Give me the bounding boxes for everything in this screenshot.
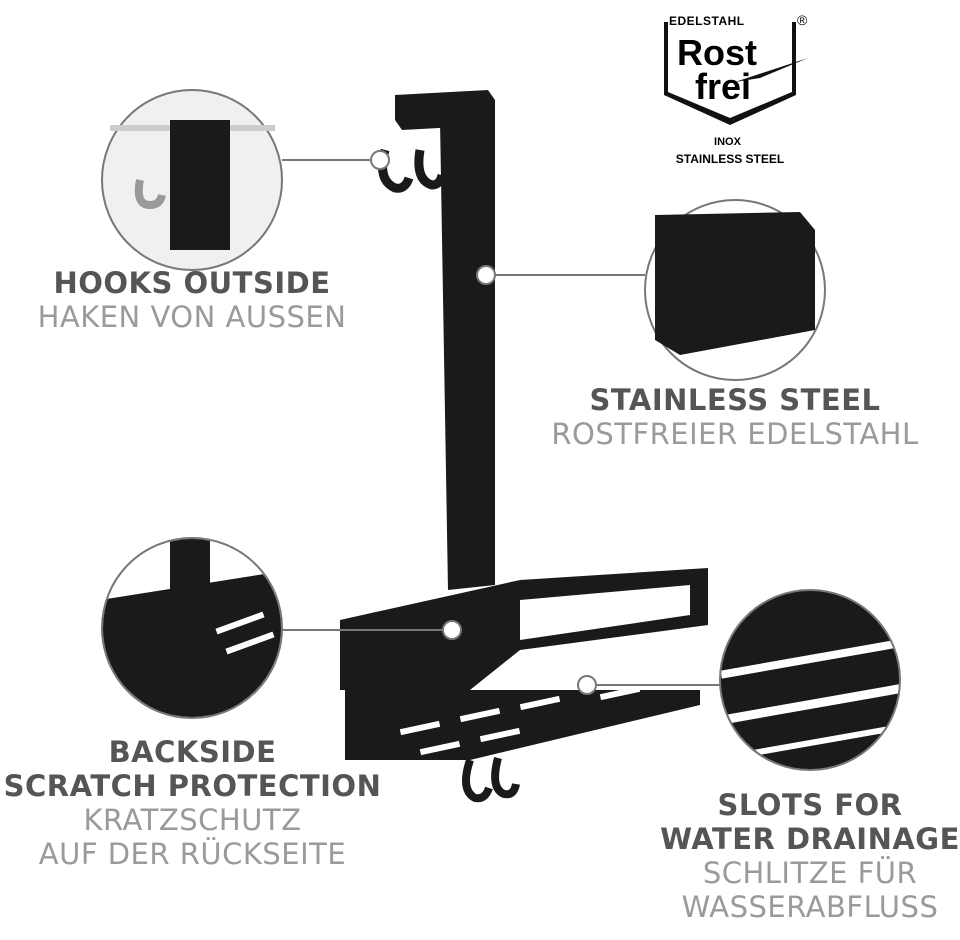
bottom-hook-right (491, 756, 520, 799)
feature-title: STAINLESS STEEL (589, 383, 881, 417)
feature-hooks: HOOKS OUTSIDE HAKEN VON AUSSEN (12, 266, 372, 334)
feature-subtitle: SCHLITZE FÜR (702, 856, 918, 890)
callout-dot-slots (577, 675, 597, 695)
logo-stainless: STAINLESS STEEL (675, 152, 785, 166)
basket-opening (520, 585, 690, 640)
bottom-hook-left (462, 758, 493, 803)
feature-title: BACKSIDE (108, 735, 277, 769)
lower-shelf (345, 690, 700, 760)
feature-title: WATER DRAINAGE (660, 822, 960, 856)
feature-subtitle: AUF DER RÜCKSEITE (38, 837, 347, 871)
drainage-slots (399, 685, 641, 756)
detail-hooks (101, 89, 283, 271)
feature-backside: BACKSIDE SCRATCH PROTECTION KRATZSCHUTZ … (0, 735, 385, 871)
callouts (282, 150, 720, 695)
logo-registered: ® (797, 12, 808, 28)
feature-subtitle: WASSERABFLUSS (681, 890, 939, 924)
feature-title: HOOKS OUTSIDE (53, 266, 331, 300)
logo-inox: INOX (714, 136, 741, 148)
feature-title: SLOTS FOR (717, 788, 903, 822)
callout-dot-hooks (370, 150, 390, 170)
detail-backside (101, 537, 283, 719)
shower-caddy (340, 90, 708, 803)
feature-subtitle: KRATZSCHUTZ (83, 803, 302, 837)
feature-subtitle: ROSTFREIER EDELSTAHL (551, 417, 919, 451)
logo-line1: Rost (677, 32, 757, 73)
detail-slots (719, 589, 901, 771)
feature-slots: SLOTS FOR WATER DRAINAGE SCHLITZE FÜR WA… (640, 788, 960, 924)
logo-top-text: EDELSTAHL (669, 14, 745, 28)
logo-line2: frei (695, 66, 752, 107)
vertical-bar (440, 118, 495, 590)
feature-subtitle: HAKEN VON AUSSEN (37, 300, 347, 334)
feature-title: SCRATCH PROTECTION (3, 769, 382, 803)
callout-dot-backside (442, 620, 462, 640)
detail-steel (644, 199, 826, 381)
hook-right (414, 149, 447, 190)
callout-dot-steel (476, 265, 496, 285)
feature-steel: STAINLESS STEEL ROSTFREIER EDELSTAHL (530, 383, 940, 451)
rostfrei-logo: EDELSTAHL ® Rost frei INOX STAINLESS STE… (655, 12, 815, 169)
logo-bird (735, 58, 808, 82)
